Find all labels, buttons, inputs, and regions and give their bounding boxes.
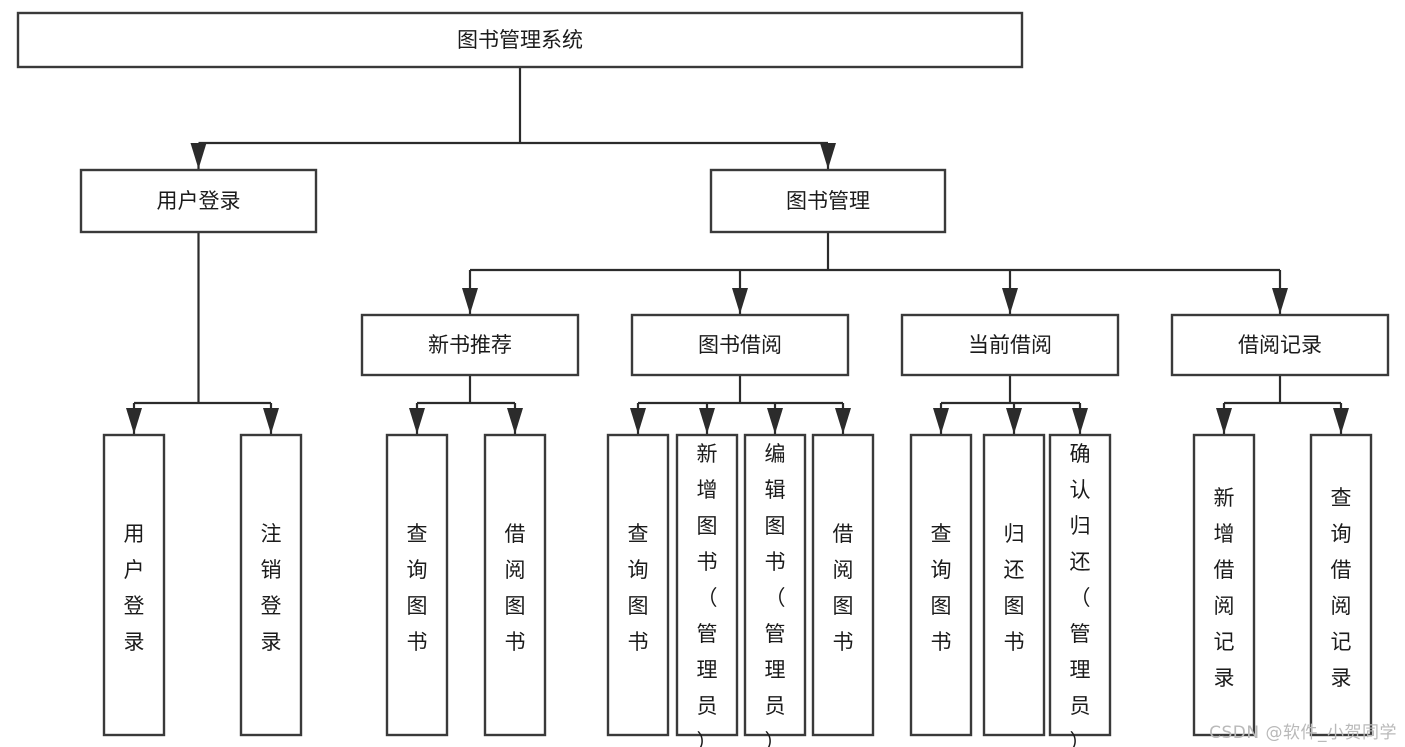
- arrow-head-icon: [190, 143, 207, 169]
- node-查询图书[interactable]: 查询图书: [385, 433, 449, 737]
- nodes-layer: 图书管理系统用户登录用户登录注销登录图书管理新书推荐查询图书借阅图书图书借阅查询…: [16, 11, 1390, 747]
- node-label-查询图书: 查询图书: [931, 522, 952, 654]
- node-用户登录[interactable]: 用户登录: [102, 433, 166, 737]
- node-label-用户登录: 用户登录: [157, 189, 241, 213]
- node-label-图书管理: 图书管理: [786, 189, 870, 213]
- arrow-head-icon: [263, 408, 279, 434]
- node-当前借阅[interactable]: 当前借阅: [900, 313, 1120, 377]
- node-box-新增借阅记录[interactable]: [1192, 433, 1256, 737]
- node-box-图书管理[interactable]: [709, 168, 947, 234]
- arrow-head-icon: [630, 408, 646, 434]
- node-box-借阅记录[interactable]: [1170, 313, 1390, 377]
- arrow-head-icon: [462, 288, 478, 314]
- node-label-归还图书: 归还图书: [1004, 522, 1025, 654]
- node-label-查询图书: 查询图书: [628, 522, 649, 654]
- node-box-用户登录[interactable]: [102, 433, 166, 737]
- node-确认归还管理员[interactable]: 确认归还（管理员）: [1048, 433, 1112, 747]
- node-label-图书借阅: 图书借阅: [698, 333, 782, 357]
- arrow-head-icon: [699, 408, 715, 434]
- node-label-注销登录: 注销登录: [261, 522, 282, 654]
- node-label-借阅图书: 借阅图书: [505, 522, 526, 654]
- node-label-用户登录: 用户登录: [124, 522, 145, 654]
- node-借阅图书[interactable]: 借阅图书: [811, 433, 875, 737]
- node-box-图书借阅[interactable]: [630, 313, 850, 377]
- arrow-head-icon: [820, 143, 836, 169]
- node-新增图书管理员[interactable]: 新增图书（管理员）: [675, 433, 739, 747]
- arrow-head-icon: [835, 408, 851, 434]
- arrow-head-icon: [409, 408, 425, 434]
- node-用户登录[interactable]: 用户登录: [79, 168, 318, 234]
- node-label-借阅记录: 借阅记录: [1238, 333, 1322, 357]
- node-box-查询图书[interactable]: [606, 433, 670, 737]
- node-图书管理[interactable]: 图书管理: [709, 168, 947, 234]
- node-box-确认归还管理员[interactable]: [1048, 433, 1112, 737]
- csdn-watermark: CSDN @软件_小贺同学: [1209, 723, 1397, 743]
- arrow-head-icon: [1002, 288, 1018, 314]
- node-box-归还图书[interactable]: [982, 433, 1046, 737]
- node-label-新书推荐: 新书推荐: [428, 333, 512, 357]
- node-label-当前借阅: 当前借阅: [968, 333, 1052, 357]
- node-box-图书管理系统[interactable]: [16, 11, 1024, 69]
- arrow-head-icon: [732, 288, 748, 314]
- node-box-借阅图书[interactable]: [811, 433, 875, 737]
- node-label-图书管理系统: 图书管理系统: [457, 28, 583, 52]
- node-借阅记录[interactable]: 借阅记录: [1170, 313, 1390, 377]
- arrow-head-icon: [1072, 408, 1088, 434]
- node-label-查询图书: 查询图书: [407, 522, 428, 654]
- node-box-查询图书[interactable]: [385, 433, 449, 737]
- node-box-新增图书管理员[interactable]: [675, 433, 739, 737]
- node-label-新增借阅记录: 新增借阅记录: [1214, 486, 1235, 690]
- node-查询借阅记录[interactable]: 查询借阅记录: [1309, 433, 1373, 737]
- connectors-layer: [126, 67, 1349, 434]
- arrow-head-icon: [767, 408, 783, 434]
- node-label-查询借阅记录: 查询借阅记录: [1331, 486, 1352, 690]
- node-新书推荐[interactable]: 新书推荐: [360, 313, 580, 377]
- node-注销登录[interactable]: 注销登录: [239, 433, 303, 737]
- arrow-head-icon: [933, 408, 949, 434]
- node-box-借阅图书[interactable]: [483, 433, 547, 737]
- node-图书借阅[interactable]: 图书借阅: [630, 313, 850, 377]
- node-归还图书[interactable]: 归还图书: [982, 433, 1046, 737]
- node-label-新增图书管理员: 新增图书（管理员）: [697, 442, 718, 747]
- node-查询图书[interactable]: 查询图书: [909, 433, 973, 737]
- node-label-编辑图书管理员: 编辑图书（管理员）: [765, 442, 786, 747]
- node-label-借阅图书: 借阅图书: [833, 522, 854, 654]
- node-借阅图书[interactable]: 借阅图书: [483, 433, 547, 737]
- node-box-查询借阅记录[interactable]: [1309, 433, 1373, 737]
- node-box-当前借阅[interactable]: [900, 313, 1120, 377]
- node-新增借阅记录[interactable]: 新增借阅记录: [1192, 433, 1256, 737]
- arrow-head-icon: [1216, 408, 1232, 434]
- arrow-head-icon: [1006, 408, 1022, 434]
- arrow-head-icon: [1333, 408, 1349, 434]
- arrow-head-icon: [507, 408, 523, 434]
- node-box-新书推荐[interactable]: [360, 313, 580, 377]
- node-图书管理系统[interactable]: 图书管理系统: [16, 11, 1024, 69]
- node-label-确认归还管理员: 确认归还（管理员）: [1070, 442, 1091, 747]
- node-box-用户登录[interactable]: [79, 168, 318, 234]
- node-box-查询图书[interactable]: [909, 433, 973, 737]
- arrow-head-icon: [1272, 288, 1288, 314]
- node-box-注销登录[interactable]: [239, 433, 303, 737]
- node-查询图书[interactable]: 查询图书: [606, 433, 670, 737]
- arrow-head-icon: [126, 408, 142, 434]
- node-编辑图书管理员[interactable]: 编辑图书（管理员）: [743, 433, 807, 747]
- node-box-编辑图书管理员[interactable]: [743, 433, 807, 737]
